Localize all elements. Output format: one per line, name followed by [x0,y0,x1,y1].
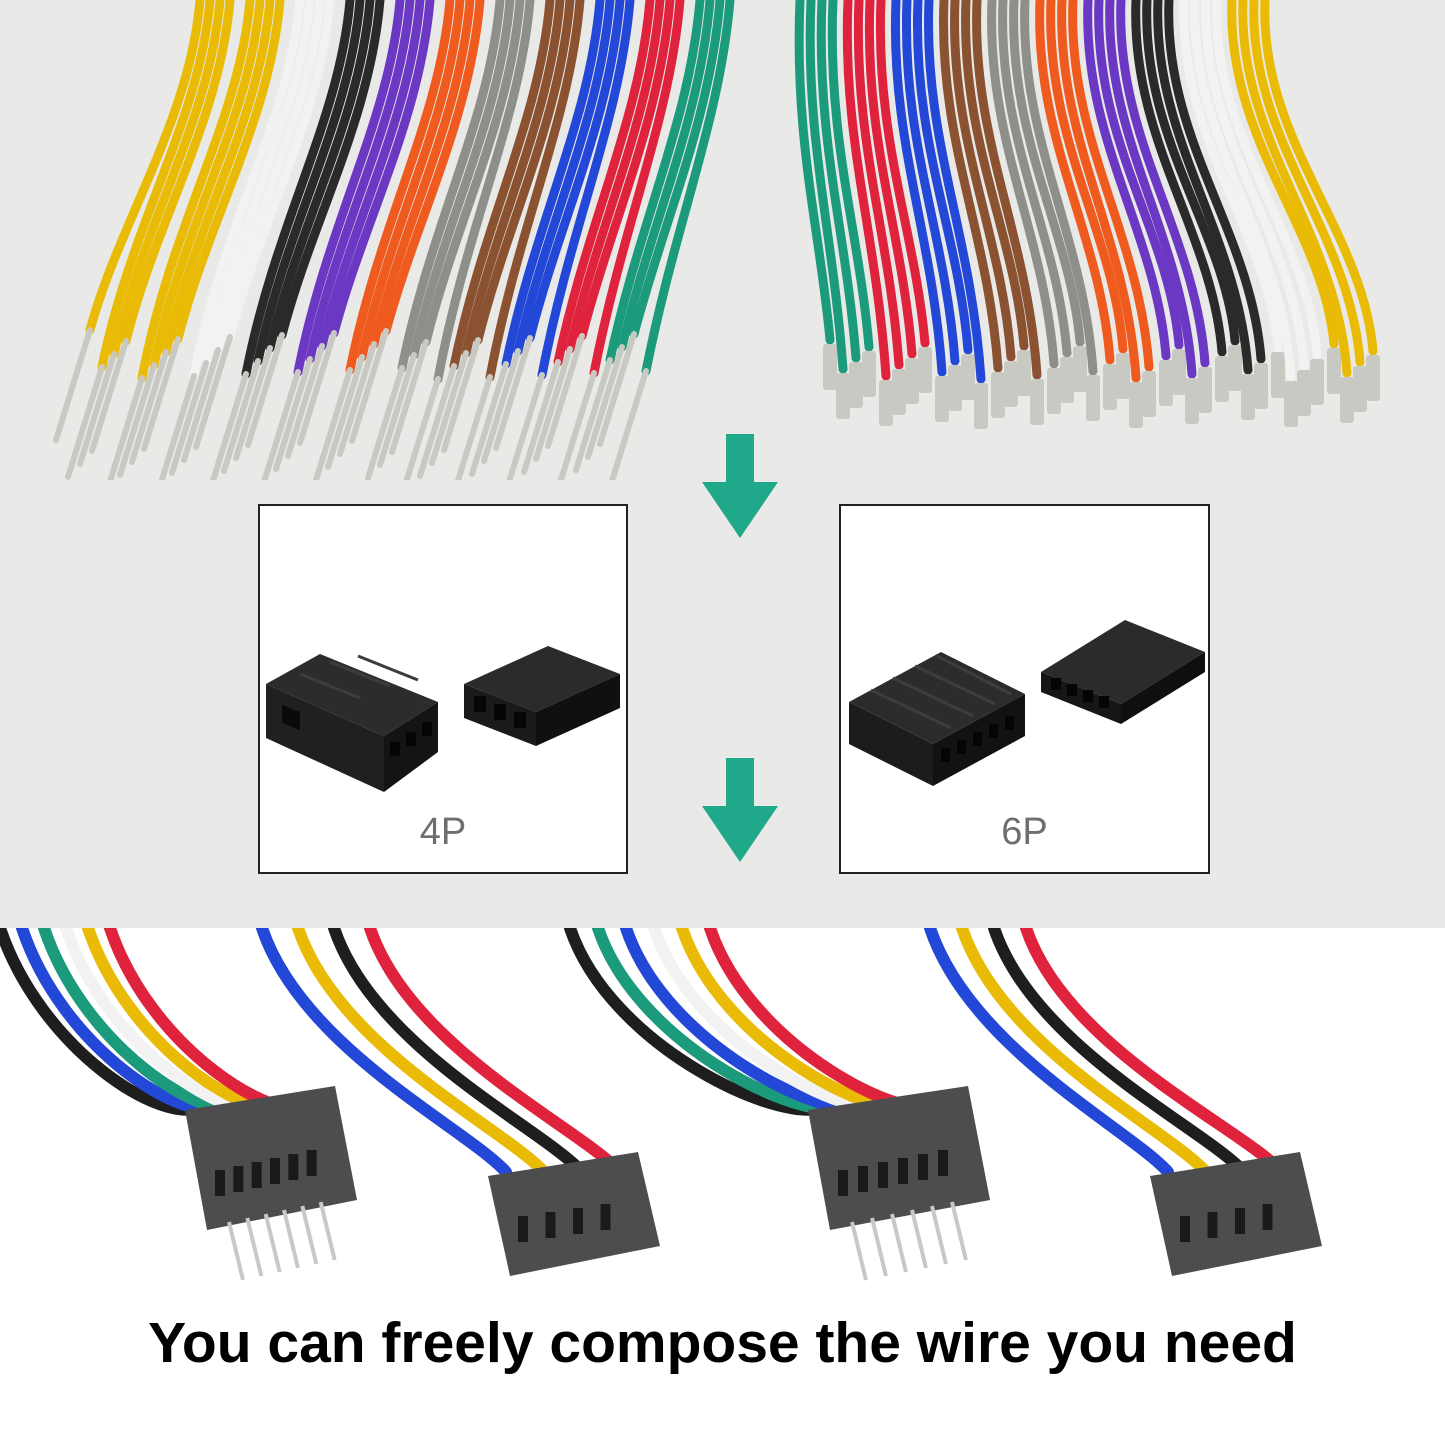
crimped-wires-photo [53,0,1380,480]
connector-housing-4p-image [266,646,620,792]
connector-housing-6p-image [849,620,1205,786]
down-arrow-icon [702,434,778,538]
male-pin-wire-bundle [53,0,735,480]
cable-6p-male [564,928,990,1281]
cable-6p-male [0,928,357,1281]
down-arrow-icon [702,758,778,862]
connector-size-label-6p: 6P [1001,811,1048,853]
female-socket-wire-bundle [794,0,1380,429]
assembled-cables-photo [0,928,1322,1281]
cable-4p-female [256,928,660,1276]
caption-text: You can freely compose the wire you need [148,1311,1297,1375]
connector-size-label-4p: 4P [419,811,467,853]
cable-4p-female [924,928,1322,1276]
connector-housing-6p-box: 6P [839,504,1210,874]
connector-housing-4p-box: 4P [258,504,628,874]
